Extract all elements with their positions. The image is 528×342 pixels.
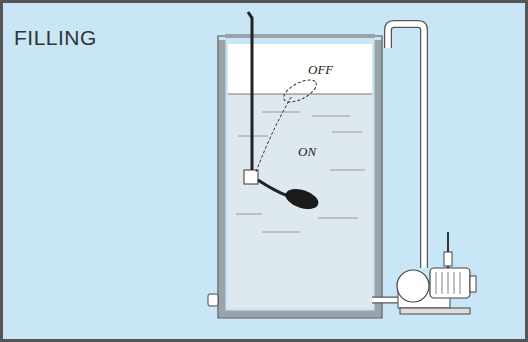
suction-pipe-inner: [372, 298, 398, 303]
water-level: [228, 94, 372, 95]
tank-lid: [225, 34, 375, 38]
float-off: [280, 75, 319, 106]
pipe: [388, 24, 424, 268]
water: [228, 94, 372, 308]
tank-outline: [218, 36, 382, 318]
state-label: OFF: [308, 62, 333, 78]
float-on: [283, 185, 321, 213]
float-cord-on: [258, 180, 288, 196]
pump: [397, 232, 476, 314]
pipe-inner: [388, 24, 424, 268]
drain-valve: [208, 294, 218, 306]
water-lines: [236, 112, 365, 232]
air-space: [228, 44, 372, 94]
switch-body: [244, 170, 258, 184]
state-label: ON: [298, 144, 316, 160]
float-cord-off: [256, 96, 292, 172]
title: FILLING: [14, 26, 97, 50]
tank-wall: [222, 40, 378, 314]
switch-cable: [248, 12, 252, 172]
suction-pipe: [372, 297, 398, 304]
